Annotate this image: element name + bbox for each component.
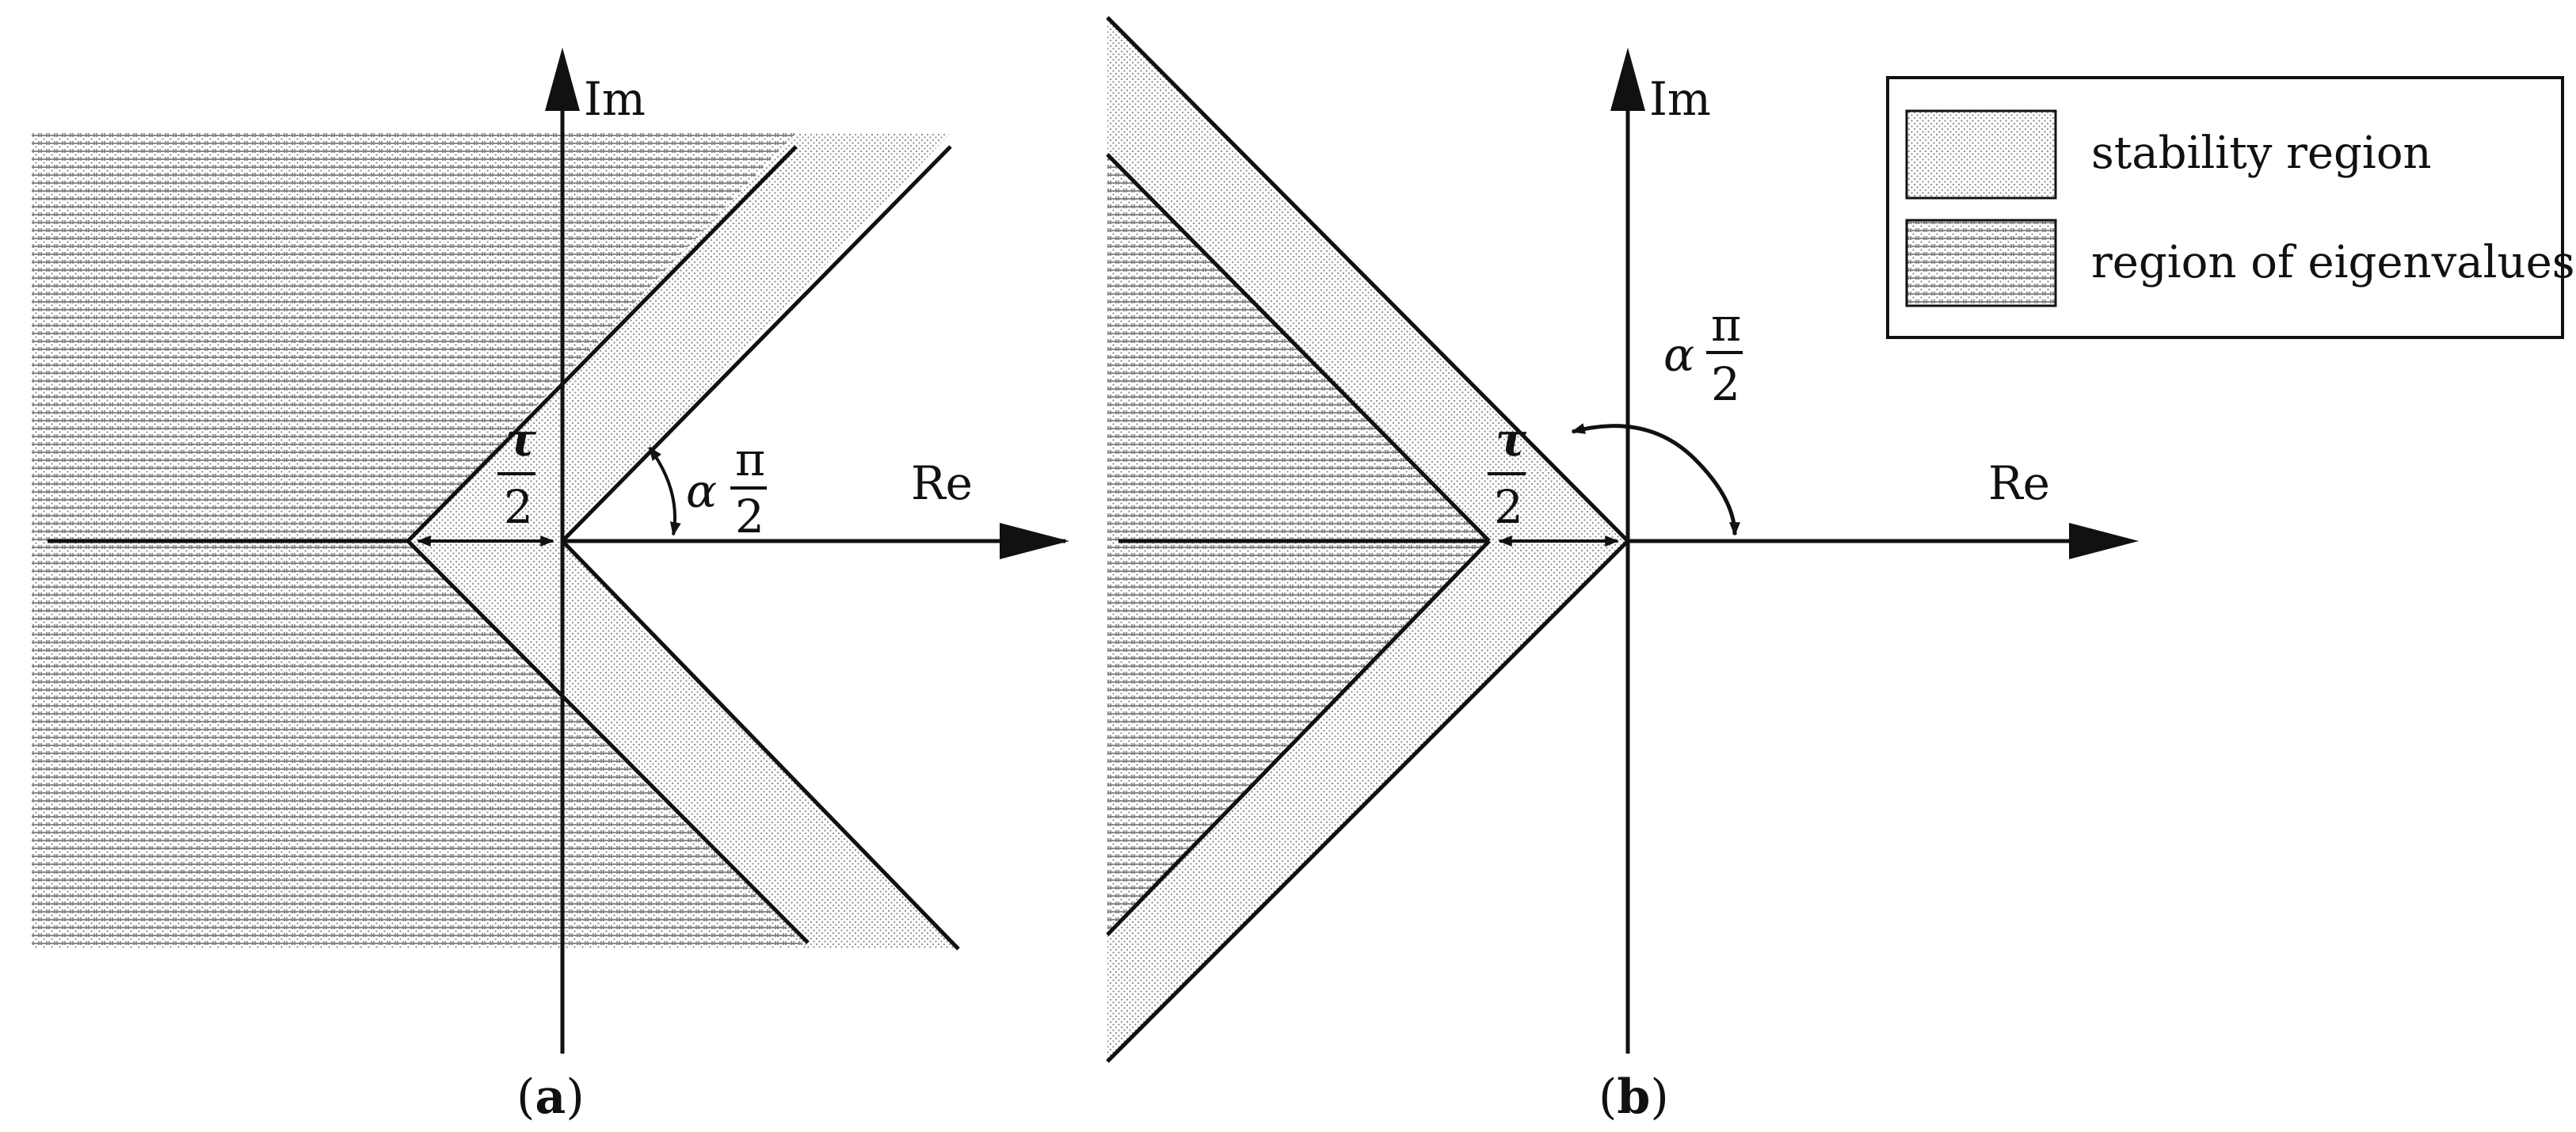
panel-a-angle-num: π [735, 433, 765, 486]
panel-a-outer-boundary-upper [561, 145, 952, 543]
panel-a-eigenvalue-region [32, 133, 808, 949]
panel-a-im-label: Im [584, 72, 646, 126]
panel-a-im-arrowhead [545, 48, 580, 111]
panel-b-inner-boundary-upper [1106, 153, 1491, 543]
legend-label-eigenvalues: region of eigenvalues [2091, 237, 2574, 288]
panel-b-im-label: Im [1649, 72, 1711, 126]
panel-a-re-arrowhead [1000, 523, 1069, 559]
legend-label-stability: stability region [2091, 128, 2432, 179]
panel-b-caption: (b) [1599, 1069, 1669, 1125]
panel-b-angle-arc [1571, 423, 1740, 536]
legend-swatch-stability [1905, 109, 2057, 200]
panel-b-offset-den: 2 [1494, 480, 1523, 534]
panel-b-re-label: Re [1988, 456, 2050, 510]
panel-a-angle-coef: α [686, 464, 717, 518]
panel-a-stability-band-upper [408, 133, 951, 541]
panel-a-caption: (a) [516, 1069, 585, 1125]
panel-a-inner-boundary-lower [406, 539, 810, 944]
panel-a-inner-boundary-upper [406, 145, 798, 543]
panel-b-angle-den: 2 [1711, 357, 1740, 411]
legend: stability region region of eigenvalues [1886, 76, 2574, 339]
panel-b-offset-num: τ [1496, 413, 1527, 467]
panel-b-eigenvalue-region [1107, 154, 1489, 935]
panel-a-angle-den: 2 [735, 490, 764, 543]
legend-swatch-eigenvalues [1905, 219, 2057, 307]
panel-b-outer-boundary-upper [1106, 16, 1629, 543]
panel-a-offset-num: τ [505, 413, 537, 467]
panel-a-re-label: Re [911, 456, 973, 510]
panel-b-im-arrowhead [1610, 48, 1645, 111]
panel-a: Im Re α π 2 τ 2 (a) [32, 48, 1069, 1125]
panel-a-offset-den: 2 [504, 480, 533, 534]
panel-a-angle-arc [648, 446, 681, 536]
panel-b-angle-coef: α [1663, 328, 1694, 382]
panel-a-outer-boundary-lower [561, 539, 960, 951]
panel-a-stability-band-lower [408, 541, 958, 949]
panel-b: Im Re α π 2 τ 2 (b) [1106, 16, 2139, 1125]
panel-b-outer-boundary-lower [1106, 539, 1629, 1063]
panel-b-angle-num: π [1711, 298, 1741, 352]
panel-b-re-arrowhead [2069, 523, 2139, 559]
panel-b-inner-boundary-lower [1106, 539, 1491, 936]
